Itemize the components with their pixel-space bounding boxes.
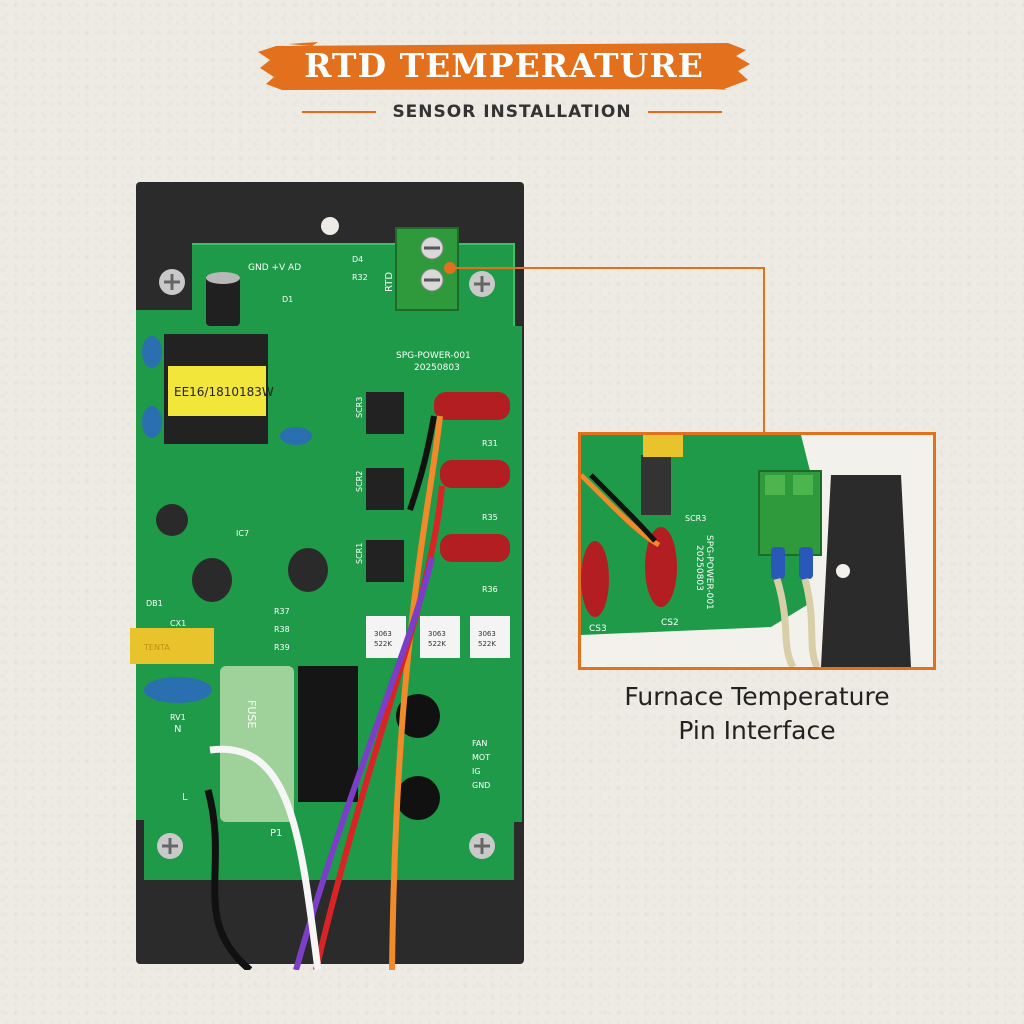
- cap-c12: [288, 548, 328, 592]
- inset-label-cs2: CS2: [661, 618, 679, 628]
- label-fan: FAN: [472, 739, 487, 748]
- label-ic4-code2: 522K: [374, 640, 392, 648]
- label-db1: DB1: [146, 599, 163, 608]
- scr2: [366, 468, 404, 510]
- caption-line-1: Furnace Temperature: [624, 682, 890, 711]
- scr1: [366, 540, 404, 582]
- label-r35: R35: [482, 513, 498, 522]
- label-r39: R39: [274, 643, 290, 652]
- callout-dot: [444, 262, 456, 274]
- blue-cap-2: [142, 406, 162, 438]
- red-cap-1: [434, 392, 510, 420]
- subtitle-rule-right: [647, 111, 722, 113]
- screw-top-right: [469, 271, 495, 297]
- wire-red: [313, 485, 445, 970]
- label-rtd: RTD: [384, 272, 395, 292]
- red-cap-3: [440, 534, 510, 562]
- label-top-pins: GND +V AD: [248, 263, 301, 273]
- label-model: SPG-POWER-001: [396, 351, 471, 361]
- inset-board-photo: SPG-POWER-001 20250803 CS3 CS2 SCR3: [581, 435, 933, 667]
- label-ic7: IC7: [236, 529, 249, 538]
- ic5: [420, 616, 460, 658]
- label-ig: IG: [472, 767, 481, 776]
- scr3: [366, 392, 404, 434]
- label-p1: P1: [270, 828, 282, 839]
- label-date: 20250803: [414, 363, 460, 373]
- label-rv1: RV1: [170, 713, 186, 722]
- blue-cap-3: [280, 427, 312, 445]
- cap-c11: [192, 558, 232, 602]
- brush-stroke: [258, 42, 750, 90]
- cap-c13: [156, 504, 188, 536]
- mount-hole-top: [321, 217, 339, 235]
- label-ic6-code2: 522K: [478, 640, 496, 648]
- label-mot: MOT: [472, 753, 490, 762]
- inset-caption: Furnace Temperature Pin Interface: [578, 680, 936, 748]
- label-r37: R37: [274, 607, 290, 616]
- caption-line-2: Pin Interface: [678, 716, 836, 745]
- relay-cutout: [298, 666, 358, 802]
- label-scr2: SCR2: [355, 471, 364, 492]
- label-gnd: GND: [472, 781, 490, 790]
- circuit-board-photo: GND +V AD D4 R32 RTD D1 SPG-POWER-001 20…: [130, 182, 524, 970]
- label-d1: D1: [282, 295, 293, 304]
- screw-bottom-left: [157, 833, 183, 859]
- subtitle-row: SENSOR INSTALLATION: [296, 98, 728, 126]
- title-banner: RTD TEMPERATURE: [258, 40, 750, 92]
- label-ic6-code: 3063: [478, 630, 496, 638]
- label-transformer: EE16/1810183W: [174, 385, 274, 399]
- label-n: N: [174, 724, 181, 735]
- label-r38: R38: [274, 625, 290, 634]
- varistor: [144, 677, 212, 703]
- label-tenta: TENTA: [143, 643, 170, 652]
- label-ic4-code: 3063: [374, 630, 392, 638]
- wire-orange: [389, 415, 443, 970]
- label-d4: D4: [352, 255, 363, 264]
- label-ic5-code: 3063: [428, 630, 446, 638]
- label-r32: R32: [352, 273, 368, 282]
- wire-white: [209, 745, 322, 970]
- inset-label-model: SPG-POWER-001: [704, 535, 714, 610]
- page-subtitle: SENSOR INSTALLATION: [392, 102, 632, 122]
- red-cap-2: [440, 460, 510, 488]
- screw-bottom-right: [469, 833, 495, 859]
- label-l: L: [182, 792, 188, 803]
- label-ic5-code2: 522K: [428, 640, 446, 648]
- x-cap: [130, 628, 214, 664]
- wire-black-2: [204, 789, 253, 970]
- wire-black-1: [407, 415, 437, 511]
- subtitle-rule-left: [302, 111, 377, 113]
- label-r31: R31: [482, 439, 498, 448]
- zoom-inset: SPG-POWER-001 20250803 CS3 CS2 SCR3: [578, 432, 936, 670]
- label-scr3: SCR3: [355, 397, 364, 418]
- inset-label-cs3: CS3: [589, 624, 607, 634]
- label-scr1: SCR1: [355, 543, 364, 564]
- ic6: [470, 616, 510, 658]
- label-cx1: CX1: [170, 619, 186, 628]
- label-fuse: FUSE: [245, 700, 258, 728]
- inset-label-scr3: SCR3: [685, 514, 706, 523]
- blue-cap-1: [142, 336, 162, 368]
- ic4: [366, 616, 406, 658]
- inset-label-date: 20250803: [694, 545, 704, 591]
- label-r36: R36: [482, 585, 498, 594]
- transformer: [164, 334, 268, 444]
- page-title: RTD TEMPERATURE: [304, 46, 704, 85]
- screw-top-left: [159, 269, 185, 295]
- wire-purple: [293, 557, 435, 970]
- electrolytic-cap: [206, 272, 240, 326]
